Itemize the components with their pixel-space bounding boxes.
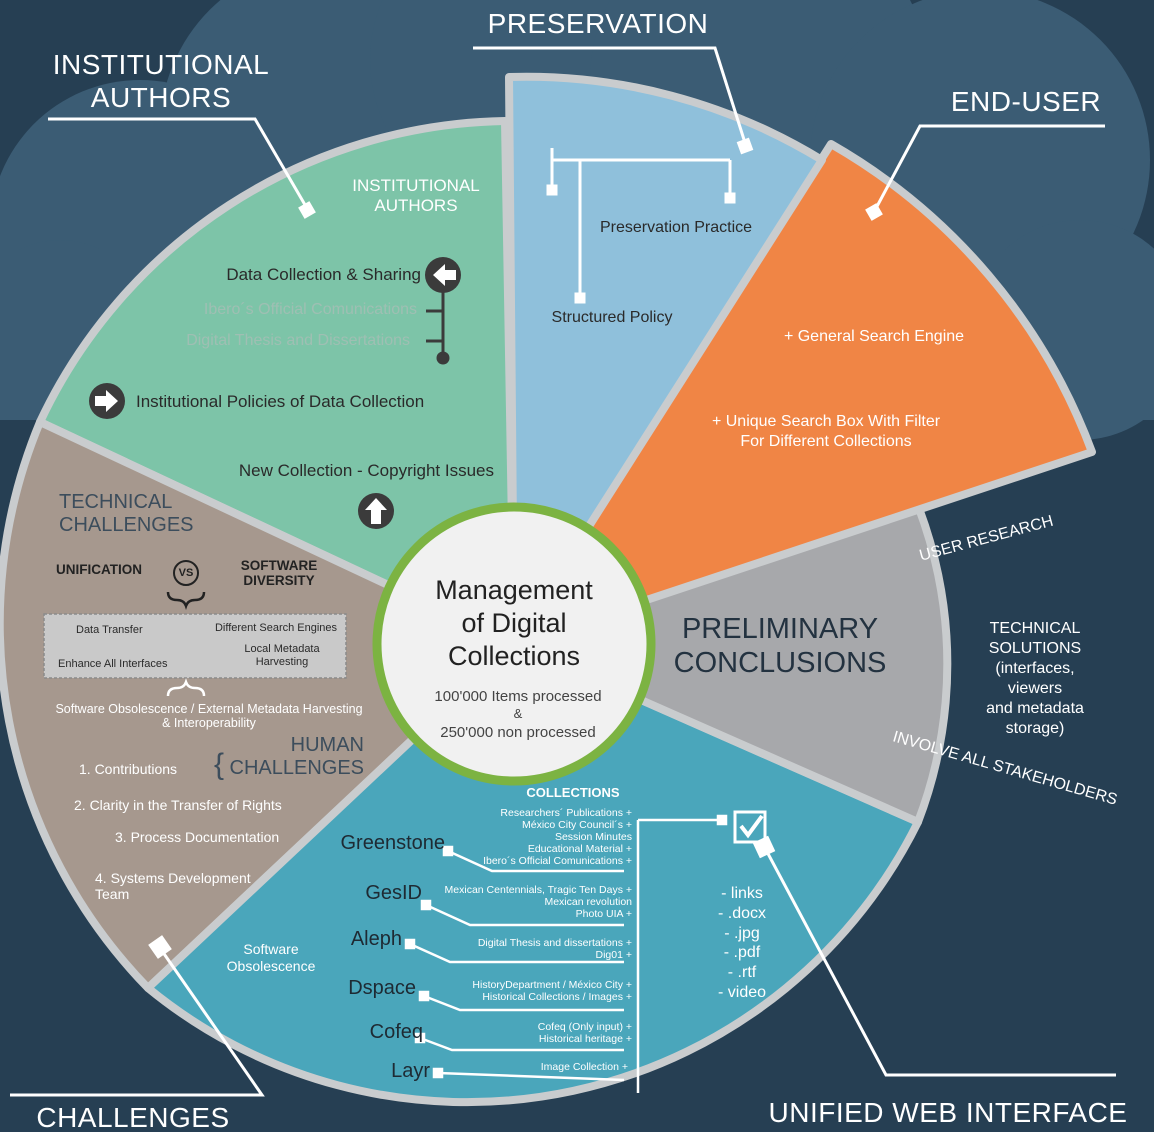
- copyright-up-arrow-icon: [358, 493, 394, 529]
- label-end-user: END-USER: [950, 86, 1102, 117]
- segment-preservation: [505, 72, 826, 648]
- collections-connectors: [404, 814, 728, 1093]
- label-preservation: PRESERVATION: [487, 8, 709, 39]
- system-gesid: GesID: [365, 882, 422, 904]
- segment-collections: [144, 640, 922, 1107]
- segment-challenges: [0, 418, 518, 992]
- preservation-tree: [546, 148, 736, 304]
- system-aleph: Aleph: [350, 928, 402, 950]
- brace-bottom: [166, 678, 206, 697]
- timeline-connector: [426, 292, 450, 365]
- format-rtf: - .rtf: [727, 964, 757, 981]
- format-pdf: - .pdf: [723, 944, 761, 961]
- cofeq-items: Cofeq (Only input) + Historical heritage…: [537, 1021, 632, 1045]
- label-challenges: CHALLENGES: [36, 1102, 230, 1132]
- human-item-3: 3. Process Documentation: [115, 829, 280, 845]
- label-institutional-authors: INSTITUTIONAL AUTHORS: [52, 49, 270, 113]
- human-challenges-title: HUMAN CHALLENGES: [229, 734, 365, 779]
- human-item-2: 2. Clarity in the Transfer of Rights: [74, 797, 282, 813]
- center-circle: [372, 502, 656, 786]
- human-brace: {: [214, 748, 225, 781]
- center-ampersand: &: [513, 706, 523, 721]
- aleph-items: Digital Thesis and dissertations + Dig01…: [477, 937, 632, 961]
- format-video: - video: [717, 984, 767, 1001]
- end-user-item-2: + Unique Search Box With Filter For Diff…: [711, 413, 941, 450]
- format-docx: - .docx: [717, 905, 767, 922]
- box-local-metadata: Local Metadata Harvesting: [244, 643, 320, 668]
- format-links: - links: [721, 885, 763, 902]
- segment-institutional-authors: [36, 117, 518, 648]
- checkbox-icon: [733, 810, 767, 844]
- technical-box: [43, 613, 347, 679]
- vs-label: VS: [178, 567, 194, 579]
- center-title-3: Collections: [447, 641, 581, 671]
- data-collection-arrow-icon: [425, 257, 461, 293]
- system-layr: Layr: [391, 1060, 430, 1082]
- box-search-engines: Different Search Engines: [214, 622, 338, 634]
- institutional-heading: INSTITUTIONAL AUTHORS: [352, 176, 480, 215]
- segment-end-user: [510, 140, 1096, 648]
- end-user-item-1: + General Search Engine: [783, 328, 965, 345]
- box-data-transfer: Data Transfer: [76, 624, 143, 636]
- dspace-items: HistoryDepartment / México City + Histor…: [472, 979, 632, 1003]
- center-stat-1: 100'000 Items processed: [434, 688, 602, 705]
- new-collection-text: New Collection - Copyright Issues: [238, 461, 494, 480]
- digital-thesis-text: Digital Thesis and Dissertations: [186, 332, 410, 349]
- structured-policy-text: Structured Policy: [551, 309, 673, 326]
- collections-heading: COLLECTIONS: [526, 785, 620, 800]
- software-obsolescence-text: Software Obsolescence: [226, 941, 316, 974]
- box-enhance: Enhance All Interfaces: [58, 658, 168, 670]
- callout-lines: [10, 46, 1116, 1097]
- human-item-1: 1. Contributions: [79, 761, 178, 777]
- policies-text: Institutional Policies of Data Collectio…: [136, 392, 425, 411]
- system-dspace: Dspace: [348, 977, 416, 999]
- center-stat-2: 250'000 non processed: [440, 724, 596, 741]
- center-title-2: of Digital: [461, 608, 567, 638]
- center-title-1: Management: [435, 575, 593, 605]
- unification-label: UNIFICATION: [56, 562, 142, 577]
- software-diversity-label: SOFTWARE DIVERSITY: [240, 558, 318, 588]
- preservation-practice-text: Preservation Practice: [599, 219, 753, 236]
- data-collection-text: Data Collection & Sharing: [226, 265, 421, 284]
- technical-solutions-text: TECHNICAL SOLUTIONS (interfaces, viewers…: [986, 620, 1084, 737]
- conclusions-title: PRELIMINARY CONCLUSIONS: [673, 613, 887, 679]
- brace-top: [166, 591, 206, 610]
- policies-arrow-icon: [89, 383, 125, 419]
- obsolescence-interoperability-text: Software Obsolescence / External Metadat…: [55, 702, 363, 730]
- greenstone-items: Researchers´ Publications + México City …: [483, 807, 632, 867]
- human-item-4: 4. Systems Development Team: [95, 870, 251, 902]
- ibero-official-text: Ibero´s Official Comunications: [203, 301, 417, 318]
- technical-challenges-title: TECHNICAL CHALLENGES: [59, 491, 194, 536]
- system-greenstone: Greenstone: [340, 832, 445, 854]
- gesid-items: Mexican Centennials, Tragic Ten Days + M…: [444, 884, 632, 920]
- label-unified-web-interface: UNIFIED WEB INTERFACE: [768, 1097, 1128, 1128]
- system-cofeq: Cofeq: [369, 1021, 423, 1043]
- format-jpg: - .jpg: [724, 925, 760, 942]
- layr-items: Image Collection +: [540, 1061, 628, 1073]
- vs-circle-icon: [173, 560, 199, 586]
